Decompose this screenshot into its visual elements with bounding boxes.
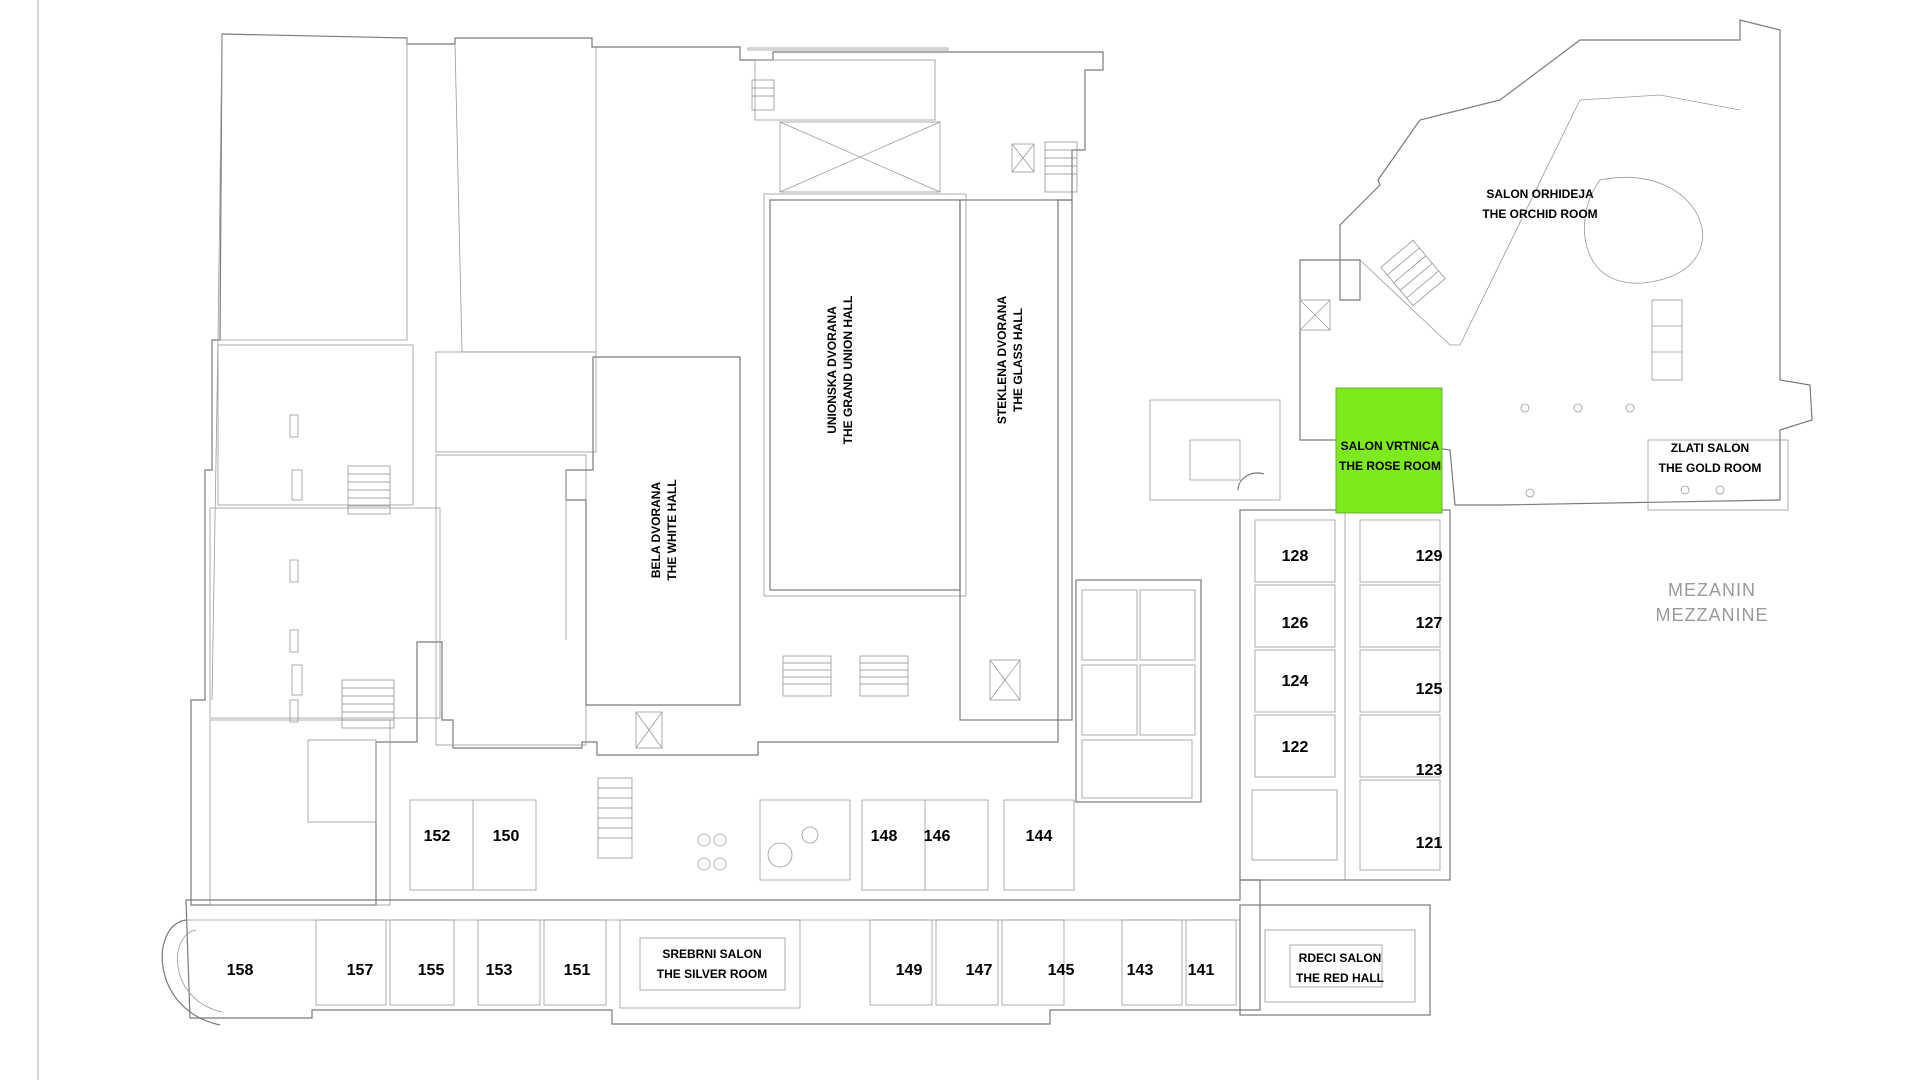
- grand-union-hall-name: UNIONSKA DVORANA: [825, 306, 839, 434]
- glass-hall-name-en: THE GLASS HALL: [1011, 308, 1025, 412]
- grand-union-hall-name-en: THE GRAND UNION HALL: [841, 296, 855, 445]
- room-153[interactable]: 153: [486, 962, 513, 979]
- white-hall-label[interactable]: BELA DVORANA THE WHITE HALL: [649, 479, 679, 580]
- silver-room-name-en: THE SILVER ROOM: [657, 967, 767, 981]
- room-129[interactable]: 129: [1416, 548, 1443, 565]
- orchid-room-name: SALON ORHIDEJA: [1486, 187, 1594, 201]
- room-122[interactable]: 122: [1282, 739, 1309, 756]
- red-hall-block: [1239, 904, 1431, 1016]
- room-126[interactable]: 126: [1282, 615, 1309, 632]
- red-hall-name-en: THE RED HALL: [1296, 971, 1384, 985]
- white-hall-block: [565, 356, 741, 706]
- room-123[interactable]: 123: [1416, 762, 1443, 779]
- room-149[interactable]: 149: [896, 962, 923, 979]
- silver-room-label[interactable]: SREBRNI SALON THE SILVER ROOM: [657, 947, 767, 981]
- orchid-room-label[interactable]: SALON ORHIDEJA THE ORCHID ROOM: [1482, 187, 1597, 221]
- red-hall-name: RDECI SALON: [1299, 951, 1382, 965]
- room-147[interactable]: 147: [966, 962, 993, 979]
- level-name-en: MEZZANINE: [1655, 605, 1768, 625]
- room-125[interactable]: 125: [1416, 681, 1443, 698]
- room-151[interactable]: 151: [564, 962, 591, 979]
- white-hall-name-en: THE WHITE HALL: [665, 479, 679, 580]
- room-128[interactable]: 128: [1282, 548, 1309, 565]
- gold-room-name: ZLATI SALON: [1671, 441, 1749, 455]
- room-143[interactable]: 143: [1127, 962, 1154, 979]
- rose-room-label[interactable]: SALON VRTNICA THE ROSE ROOM: [1339, 439, 1441, 473]
- level-label: MEZANIN MEZZANINE: [1655, 580, 1768, 625]
- glass-hall-label[interactable]: STEKLENA DVORANA THE GLASS HALL: [995, 296, 1025, 425]
- orchid-room-name-en: THE ORCHID ROOM: [1482, 207, 1597, 221]
- glass-hall-block: [635, 141, 1078, 749]
- glass-hall-name: STEKLENA DVORANA: [995, 296, 1009, 425]
- room-157[interactable]: 157: [347, 962, 374, 979]
- rose-room-name: SALON VRTNICA: [1341, 439, 1440, 453]
- east-room-tower: [1237, 472, 1451, 881]
- room-150[interactable]: 150: [493, 828, 520, 845]
- silver-room-name: SREBRNI SALON: [662, 947, 761, 961]
- south-wing: [161, 777, 1261, 1026]
- room-146[interactable]: 146: [924, 828, 951, 845]
- gold-room-label[interactable]: ZLATI SALON THE GOLD ROOM: [1659, 441, 1762, 475]
- room-158[interactable]: 158: [227, 962, 254, 979]
- room-127[interactable]: 127: [1416, 615, 1443, 632]
- grand-union-hall-block: [747, 47, 967, 697]
- room-144[interactable]: 144: [1026, 828, 1053, 845]
- white-hall-name: BELA DVORANA: [649, 482, 663, 579]
- room-152[interactable]: 152: [424, 828, 451, 845]
- room-124[interactable]: 124: [1282, 673, 1309, 690]
- rose-room-name-en: THE ROSE ROOM: [1339, 459, 1441, 473]
- rose-room-highlight[interactable]: [1335, 387, 1443, 514]
- room-121[interactable]: 121: [1416, 835, 1443, 852]
- room-numbers: 128 129 126 127 124 125 122 123 121 152 …: [227, 548, 1443, 979]
- north-east-wing: [1149, 19, 1813, 511]
- middle-service-block: [1075, 579, 1202, 803]
- room-148[interactable]: 148: [871, 828, 898, 845]
- level-name: MEZANIN: [1668, 580, 1756, 600]
- grand-union-hall-label[interactable]: UNIONSKA DVORANA THE GRAND UNION HALL: [825, 296, 855, 445]
- room-155[interactable]: 155: [418, 962, 445, 979]
- room-145[interactable]: 145: [1048, 962, 1075, 979]
- room-141[interactable]: 141: [1188, 962, 1215, 979]
- gold-room-name-en: THE GOLD ROOM: [1659, 461, 1762, 475]
- west-wing: [190, 33, 1104, 906]
- red-hall-label[interactable]: RDECI SALON THE RED HALL: [1296, 951, 1384, 985]
